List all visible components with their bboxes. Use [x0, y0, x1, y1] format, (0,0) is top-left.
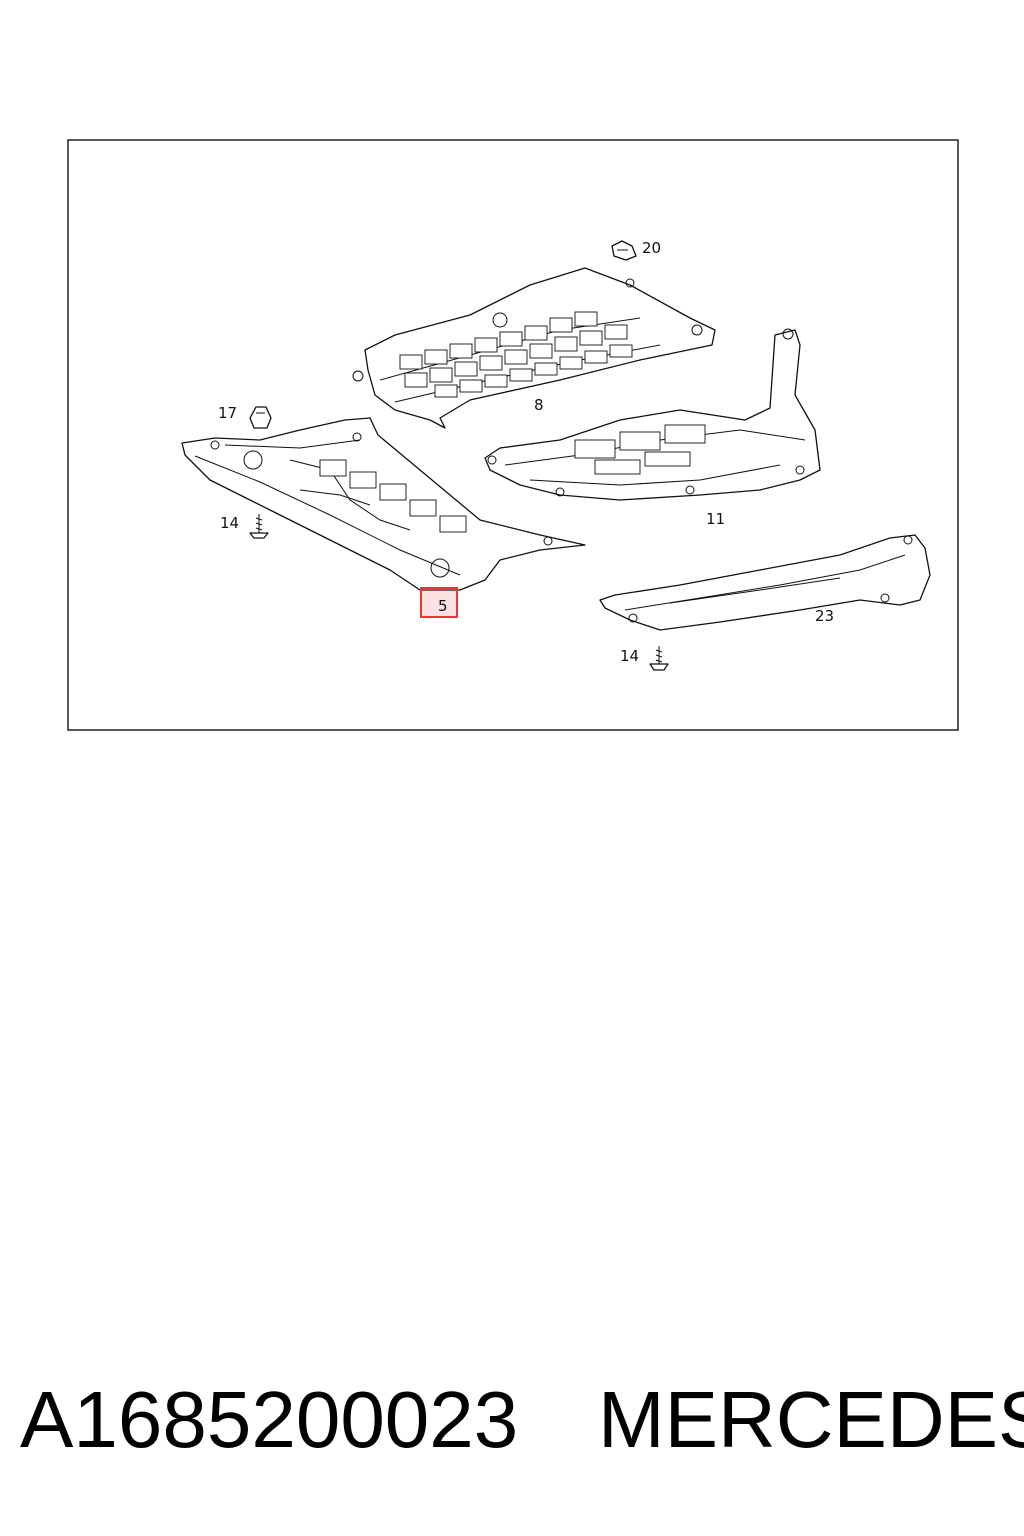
callout-5: 5 — [438, 597, 448, 615]
callout-8: 8 — [534, 396, 544, 414]
callout-20: 20 — [642, 239, 661, 257]
callout-11: 11 — [706, 510, 725, 528]
part-14-screw-left — [249, 514, 269, 539]
callout-23: 23 — [815, 607, 834, 625]
callout-14-lower: 14 — [620, 647, 639, 665]
part-5-undershield — [181, 417, 586, 591]
brand-name: MERCEDES — [598, 1375, 1024, 1464]
callout-14-left: 14 — [220, 514, 239, 532]
highlight-box — [420, 587, 458, 618]
part-17-clip — [249, 406, 272, 429]
part-11-panel — [484, 328, 821, 501]
diagram-frame — [67, 139, 959, 731]
footer: A1685200023 MERCEDES — [0, 1370, 1024, 1470]
callout-17: 17 — [218, 404, 237, 422]
part-14-screw-lower — [649, 646, 669, 671]
part-23-panel — [599, 534, 931, 631]
part-20-clip — [611, 240, 637, 261]
parts-diagram: 20 8 17 11 14 5 23 14 — [67, 139, 959, 731]
part-number: A1685200023 — [20, 1375, 519, 1464]
part-8-panel — [352, 267, 716, 429]
